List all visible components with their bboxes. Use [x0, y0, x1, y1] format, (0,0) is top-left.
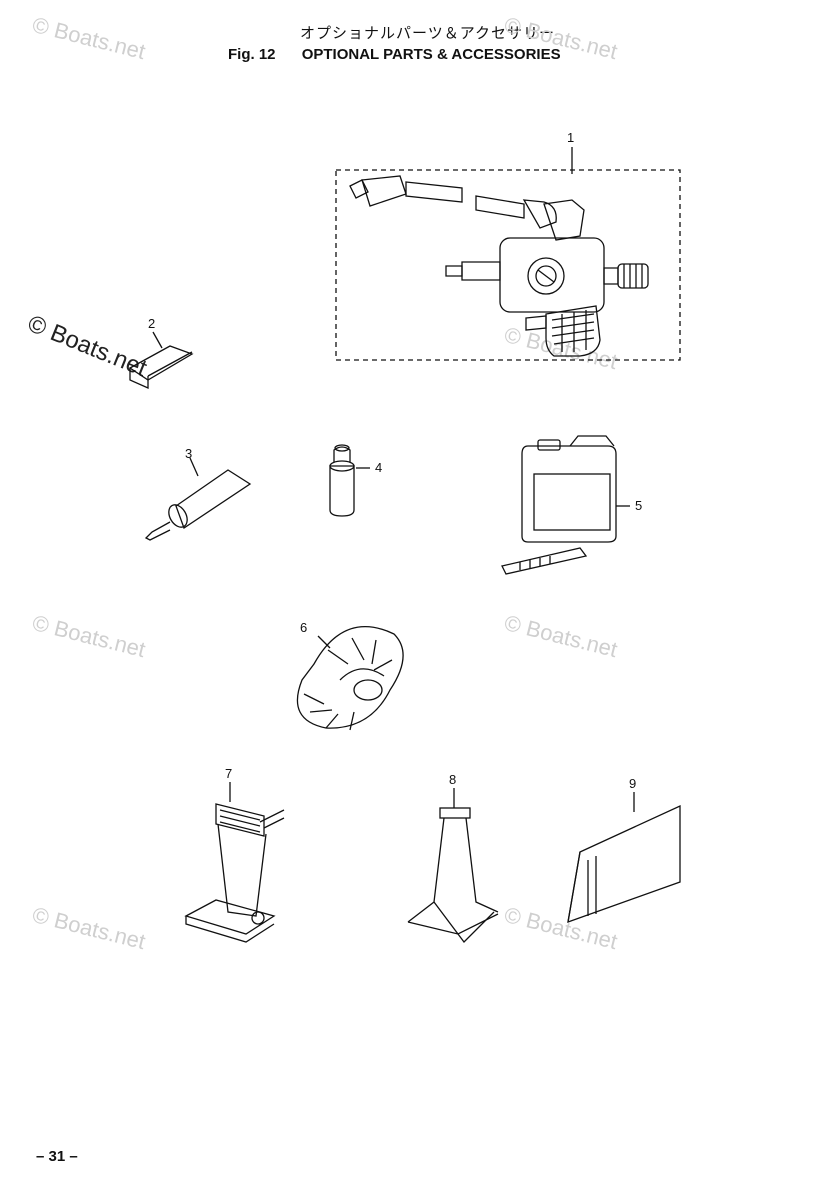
- part-6-rotor-assembly: [296, 626, 404, 731]
- part-4-oil-bottle: [329, 444, 370, 517]
- figure-title: Fig. 12 OPTIONAL PARTS & ACCESSORIES: [228, 46, 561, 63]
- callout-8: 8: [449, 772, 457, 787]
- part-2-small-bracket: [128, 331, 194, 390]
- part-5-oil-container: [501, 435, 630, 575]
- callout-7: 7: [225, 766, 233, 781]
- part-3-grease-tube: [144, 457, 252, 541]
- figure-number: Fig. 12: [228, 46, 276, 63]
- callout-9: 9: [629, 776, 637, 791]
- part-9-motor-cover: [567, 792, 681, 923]
- callout-6: 6: [300, 620, 308, 635]
- page-number: – 31 –: [36, 1148, 78, 1165]
- part-8-stand: [407, 788, 499, 943]
- part-1-fuel-line-assembly: [335, 147, 681, 361]
- callout-1: 1: [567, 130, 575, 145]
- callout-3: 3: [185, 446, 193, 461]
- callout-5: 5: [635, 498, 643, 513]
- title-japanese: オプショナルパーツ＆アクセサリー: [300, 24, 555, 42]
- part-1-dashed-box: [335, 169, 681, 361]
- callout-2: 2: [148, 316, 156, 331]
- callout-4: 4: [375, 460, 383, 475]
- figure-title-text: OPTIONAL PARTS & ACCESSORIES: [301, 46, 561, 63]
- part-7-motor-cart: [184, 782, 285, 943]
